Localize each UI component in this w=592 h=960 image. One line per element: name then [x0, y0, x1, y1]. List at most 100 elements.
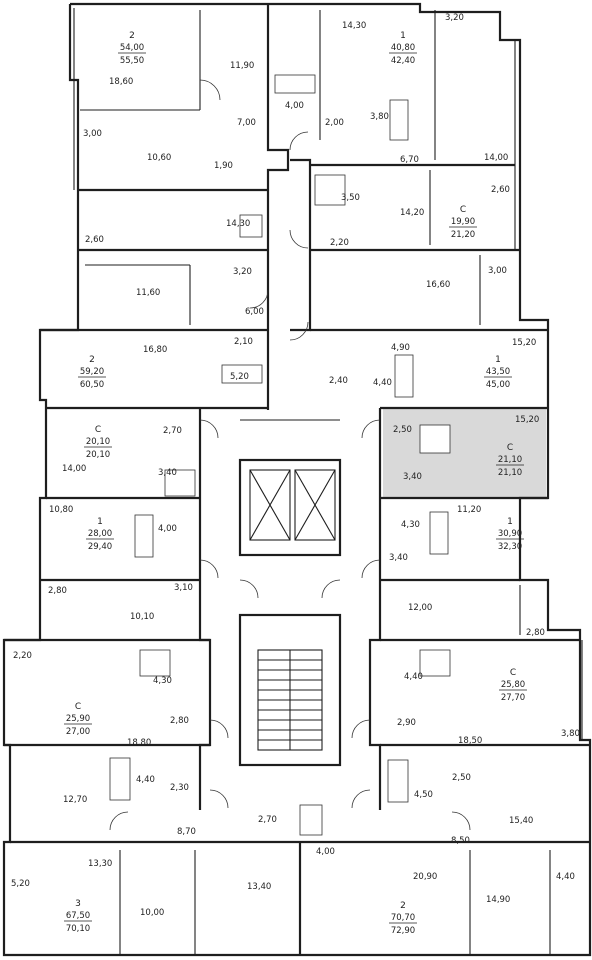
apartment-label: 1 43,50 45,00 — [484, 355, 512, 390]
room-area-label: 10,10 — [130, 612, 154, 622]
room-area-label: 4,40 — [404, 672, 423, 682]
room-area-label: 15,20 — [515, 415, 539, 425]
room-area-label: 3,40 — [158, 468, 177, 478]
apartment-living-area: 67,50 — [66, 911, 90, 921]
room-area-label: 4,00 — [158, 524, 177, 534]
apartment-total-area: 27,00 — [66, 727, 90, 737]
apartment-label: С 25,80 27,70 — [499, 668, 527, 703]
room-area-label: 2,30 — [170, 783, 189, 793]
room-area-label: 2,20 — [330, 238, 349, 248]
apartment-total-area: 29,40 — [88, 542, 112, 552]
room-area-label: 18,80 — [127, 738, 151, 748]
room-area-label: 13,40 — [247, 882, 271, 892]
apartment-type: С — [507, 443, 513, 453]
elevator-core — [238, 458, 342, 557]
room-area-label: 2,40 — [329, 376, 348, 386]
apartment-total-area: 72,90 — [391, 926, 415, 936]
room-area-label: 4,40 — [556, 872, 575, 882]
room-area-label: 13,30 — [88, 859, 112, 869]
room-area-label: 14,90 — [486, 895, 510, 905]
room-area-label: 3,00 — [488, 266, 507, 276]
room-area-label: 4,50 — [414, 790, 433, 800]
apartment-total-area: 32,30 — [498, 542, 522, 552]
room-area-label: 11,20 — [457, 505, 481, 515]
room-area-label: 18,60 — [109, 77, 133, 87]
apartment-living-area: 59,20 — [80, 367, 104, 377]
apartment-type: 1 — [495, 355, 501, 365]
room-area-label: 2,70 — [163, 426, 182, 436]
apartment-total-area: 20,10 — [86, 450, 110, 460]
room-area-label: 3,50 — [341, 193, 360, 203]
room-area-label: 3,20 — [445, 13, 464, 23]
bathroom-fixtures — [109, 74, 451, 836]
room-area-label: 3,10 — [174, 583, 193, 593]
door-swings — [109, 79, 471, 831]
room-area-label: 4,40 — [373, 378, 392, 388]
room-area-label: 11,90 — [230, 61, 254, 71]
apartment-living-area: 43,50 — [486, 367, 510, 377]
apartment-type: 1 — [97, 517, 103, 527]
room-area-label: 4,40 — [136, 775, 155, 785]
room-area-label: 4,90 — [391, 343, 410, 353]
room-area-label: 5,20 — [230, 372, 249, 382]
room-area-label: 10,00 — [140, 908, 164, 918]
room-area-label: 2,50 — [452, 773, 471, 783]
room-area-label: 2,60 — [491, 185, 510, 195]
apartment-living-area: 30,90 — [498, 529, 522, 539]
room-area-label: 15,20 — [512, 338, 536, 348]
room-area-label: 14,00 — [62, 464, 86, 474]
apartment-type: 3 — [75, 899, 81, 909]
room-area-label: 2,60 — [85, 235, 104, 245]
apartment-total-area: 21,10 — [498, 468, 522, 478]
room-area-label: 2,80 — [526, 628, 545, 638]
apartment-type: 2 — [89, 355, 95, 365]
corridor-walls — [198, 4, 382, 810]
apartment-labels: 2 54,00 55,50 1 40,80 42,40 С 19,90 21,2… — [64, 31, 527, 936]
apartment-living-area: 19,90 — [451, 217, 475, 227]
apartment-partitions — [4, 10, 590, 955]
room-area-label: 7,00 — [237, 118, 256, 128]
room-area-label: 2,70 — [258, 815, 277, 825]
apartment-living-area: 25,80 — [501, 680, 525, 690]
apartment-label: 1 40,80 42,40 — [389, 31, 417, 66]
room-area-label: 14,20 — [400, 208, 424, 218]
apartment-total-area: 27,70 — [501, 693, 525, 703]
room-area-label: 3,40 — [389, 553, 408, 563]
room-area-labels: 3,20 14,30 18,60 11,90 4,00 7,00 2,00 3,… — [11, 13, 580, 918]
room-area-label: 2,10 — [234, 337, 253, 347]
room-area-label: 16,80 — [143, 345, 167, 355]
room-area-label: 2,80 — [170, 716, 189, 726]
apartment-type: С — [75, 702, 81, 712]
room-area-label: 2,90 — [397, 718, 416, 728]
room-area-label: 6,00 — [245, 307, 264, 317]
room-area-label: 20,90 — [413, 872, 437, 882]
apartment-label: 2 59,20 60,50 — [78, 355, 106, 390]
room-area-label: 2,20 — [13, 651, 32, 661]
apartment-type: 2 — [129, 31, 135, 41]
apartment-type: С — [95, 425, 101, 435]
highlighted-apartment-fill — [383, 407, 546, 498]
apartment-label: 2 70,70 72,90 — [389, 901, 417, 936]
room-area-label: 2,50 — [393, 425, 412, 435]
apartment-label: 2 54,00 55,50 — [118, 31, 146, 66]
apartment-total-area: 60,50 — [80, 380, 104, 390]
apartment-type: С — [510, 668, 516, 678]
room-area-label: 6,70 — [400, 155, 419, 165]
room-area-label: 11,60 — [136, 288, 160, 298]
room-area-label: 4,30 — [401, 520, 420, 530]
room-area-label: 5,20 — [11, 879, 30, 889]
apartment-label: С 19,90 21,20 — [449, 205, 477, 240]
room-area-label: 3,40 — [403, 472, 422, 482]
room-area-label: 8,50 — [451, 836, 470, 846]
apartment-type: С — [460, 205, 466, 215]
room-area-label: 10,60 — [147, 153, 171, 163]
apartment-living-area: 20,10 — [86, 437, 110, 447]
room-area-label: 12,70 — [63, 795, 87, 805]
room-area-label: 14,30 — [342, 21, 366, 31]
apartment-total-area: 42,40 — [391, 56, 415, 66]
room-area-label: 14,00 — [484, 153, 508, 163]
room-area-label: 4,30 — [153, 676, 172, 686]
apartment-total-area: 45,00 — [486, 380, 510, 390]
